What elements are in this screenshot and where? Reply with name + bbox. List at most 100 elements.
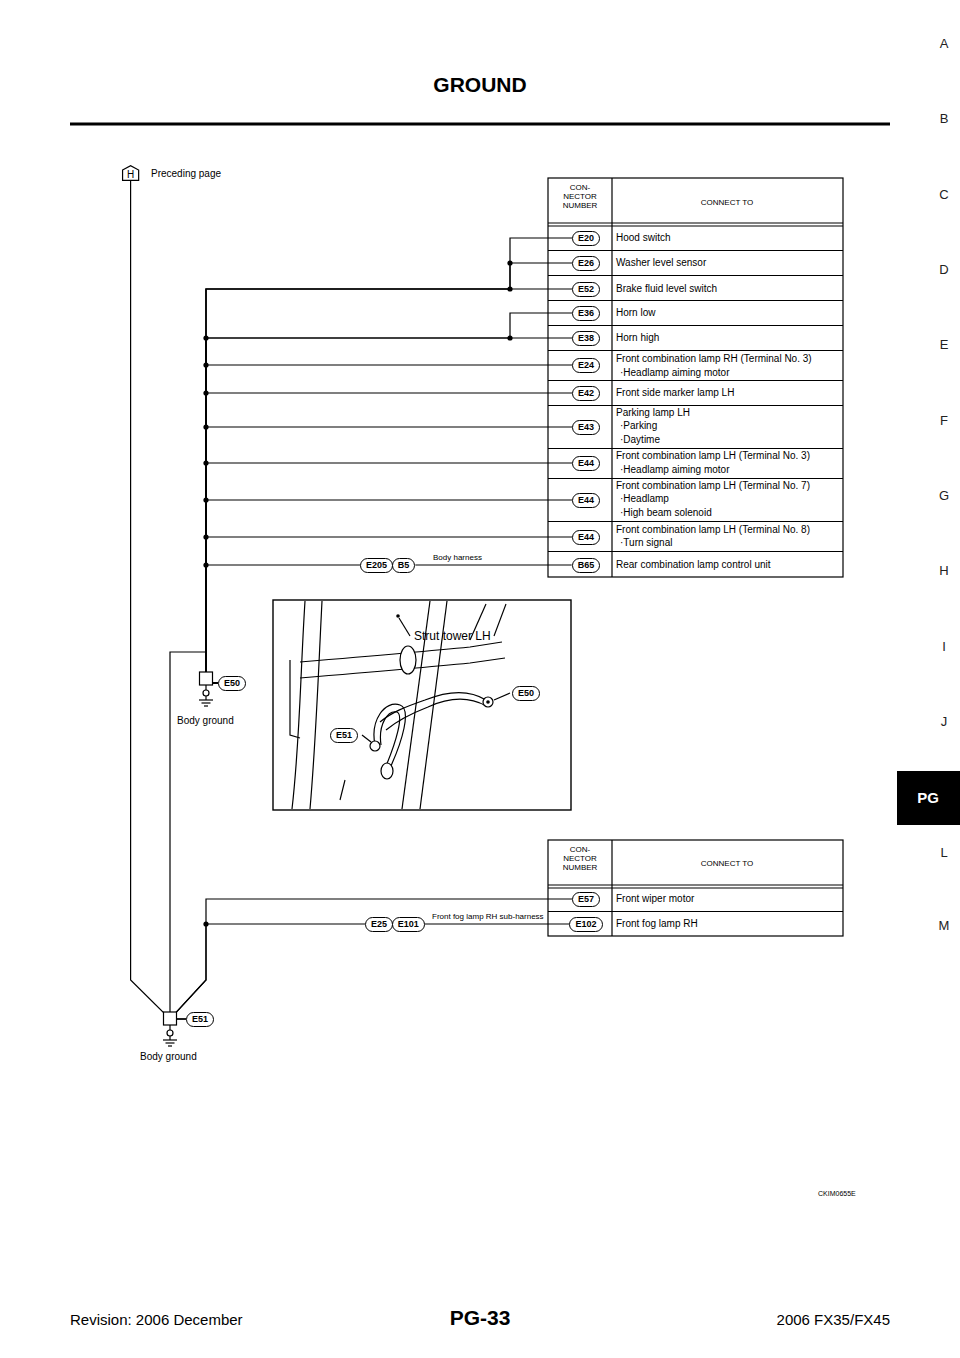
connector-text: E38 xyxy=(578,334,594,343)
connector-number: E24 xyxy=(572,358,600,373)
table-grid xyxy=(548,222,843,223)
connector-text: E44 xyxy=(578,459,594,468)
table-cell: Horn low xyxy=(616,308,655,318)
section-tab: F xyxy=(940,414,948,427)
ground-symbol xyxy=(204,705,208,706)
location-illustration xyxy=(380,712,399,766)
ground-wire xyxy=(170,652,206,1012)
connector-text: E57 xyxy=(578,895,594,904)
table-header: CON- NECTOR NUMBER xyxy=(556,183,604,211)
location-illustration xyxy=(386,699,486,730)
section-tab: C xyxy=(939,188,948,201)
table-cell: Front combination lamp LH (Terminal No. … xyxy=(616,451,810,461)
table-cell: ·Daytime xyxy=(620,435,660,445)
section-tab-box xyxy=(897,771,960,825)
ground-symbol xyxy=(168,1045,172,1046)
section-tab: G xyxy=(939,489,949,502)
table-grid xyxy=(548,380,843,381)
section-tab: A xyxy=(940,37,949,50)
table-header: CONNECT TO xyxy=(701,860,753,868)
table-cell: ·Headlamp aiming motor xyxy=(620,368,730,378)
header-rule xyxy=(70,123,890,124)
connector-text: E50 xyxy=(224,679,240,688)
location-illustration xyxy=(400,646,416,674)
connector-text: E44 xyxy=(578,533,594,542)
table-grid xyxy=(548,325,843,326)
section-tab: M xyxy=(939,919,950,932)
ground-point: E50 xyxy=(218,676,246,691)
table-grid xyxy=(548,350,843,351)
splice-dot xyxy=(203,390,208,395)
splice-dot xyxy=(507,335,512,340)
section-tab: B xyxy=(940,112,949,125)
table-grid xyxy=(548,448,843,449)
connector-text: B5 xyxy=(398,561,410,570)
connector-text: H xyxy=(127,170,134,180)
connector-text: E102 xyxy=(575,920,596,929)
ground-symbol xyxy=(202,702,211,703)
table-grid xyxy=(548,300,843,301)
table-grid xyxy=(548,887,843,888)
connector-text: E26 xyxy=(578,259,594,268)
splice-dot xyxy=(507,286,512,291)
splice-dot xyxy=(203,460,208,465)
page-number: PG-33 xyxy=(450,1307,511,1328)
table-grid xyxy=(548,275,843,276)
splice-dot xyxy=(203,921,208,926)
connector-text: E44 xyxy=(578,496,594,505)
table-grid xyxy=(548,178,843,577)
header-rule xyxy=(70,123,890,126)
table-cell: ·Headlamp xyxy=(620,494,669,504)
location-illustration xyxy=(381,763,393,779)
table-cell: Hood switch xyxy=(616,233,670,243)
table-cell: ·High beam solenoid xyxy=(620,508,712,518)
connector-number: E205 xyxy=(360,558,393,573)
ground-symbol xyxy=(203,690,209,696)
connector-text: E51 xyxy=(336,731,352,740)
connector-number: B5 xyxy=(392,558,416,573)
callout-number: E50 xyxy=(512,686,540,701)
table-cell: Horn high xyxy=(616,333,659,343)
table-cell: Rear combination lamp control unit xyxy=(616,560,771,570)
splice-dot xyxy=(203,362,208,367)
ground-symbol xyxy=(163,1012,177,1046)
connector-number: E44 xyxy=(572,530,600,545)
table-grid xyxy=(611,178,612,577)
splice-dot xyxy=(203,562,208,567)
connector-text: E51 xyxy=(192,1015,208,1024)
connector-number: E25 xyxy=(365,917,393,932)
location-illustration xyxy=(396,614,400,618)
section-tab: D xyxy=(939,263,948,276)
page-footer: 2006 FX35/FX45 xyxy=(777,1312,890,1327)
connector-text: E20 xyxy=(578,234,594,243)
connector-text: E205 xyxy=(366,561,387,570)
table-cell: Front wiper motor xyxy=(616,894,694,904)
page-link-shape xyxy=(123,166,139,181)
ground-label: Body ground xyxy=(177,716,234,726)
connector-text: E25 xyxy=(371,920,387,929)
connector-text: E24 xyxy=(578,361,594,370)
table-cell: Front side marker lamp LH xyxy=(616,388,734,398)
section-tab: J xyxy=(941,715,948,728)
splice-dot xyxy=(203,260,512,926)
connector-number: E20 xyxy=(572,231,600,246)
ground-label: Body ground xyxy=(140,1052,197,1062)
ground-symbol xyxy=(169,1025,170,1030)
location-illustration xyxy=(494,693,510,700)
page-title: GROUND xyxy=(433,74,526,95)
page-link-box: H xyxy=(122,165,139,181)
figure-code: CKIM0655E xyxy=(818,1190,856,1197)
wire xyxy=(170,924,365,1019)
location-illustration xyxy=(399,618,410,636)
connector-number: E101 xyxy=(392,917,425,932)
location-illustration xyxy=(374,704,405,768)
wire xyxy=(131,181,186,1019)
table-cell: Front combination lamp LH (Terminal No. … xyxy=(616,481,810,491)
connector-number: E26 xyxy=(572,256,600,271)
harness-label: Front fog lamp RH sub-harness xyxy=(431,913,545,921)
splice-dot xyxy=(203,534,208,539)
splice-dot xyxy=(203,424,208,429)
connector-text: E36 xyxy=(578,309,594,318)
splice-dot xyxy=(203,497,208,502)
